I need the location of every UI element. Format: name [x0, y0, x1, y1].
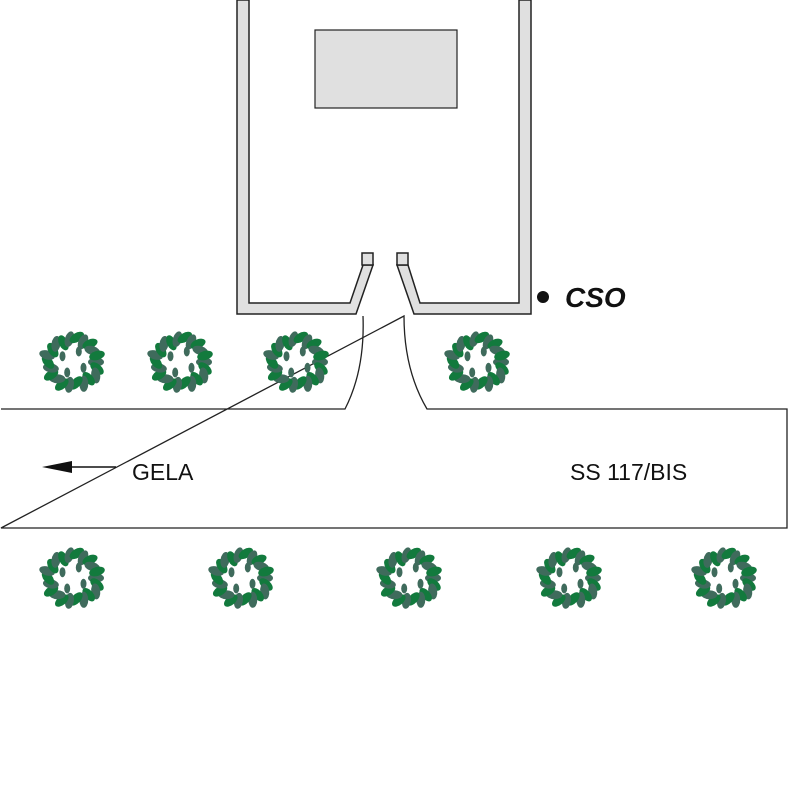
tree-icon	[263, 331, 329, 393]
tree-icon	[444, 331, 510, 393]
building-block	[314, 29, 458, 109]
tree-icon	[147, 331, 213, 393]
tree-icon	[39, 547, 105, 609]
gate-post-left	[361, 252, 374, 266]
tree-icon	[376, 547, 442, 609]
gate-post-right	[396, 252, 409, 266]
cso-marker-dot	[537, 291, 549, 303]
tree-icon	[208, 547, 274, 609]
cso-label: CSO	[565, 282, 626, 313]
tree-icon	[691, 547, 757, 609]
road-outline	[0, 314, 788, 529]
direction-arrow-head	[42, 461, 72, 473]
tree-icon	[536, 547, 602, 609]
trees	[39, 331, 757, 609]
road-label: SS 117/BIS	[570, 459, 687, 485]
tree-icon	[39, 331, 105, 393]
gela-label: GELA	[132, 459, 194, 485]
